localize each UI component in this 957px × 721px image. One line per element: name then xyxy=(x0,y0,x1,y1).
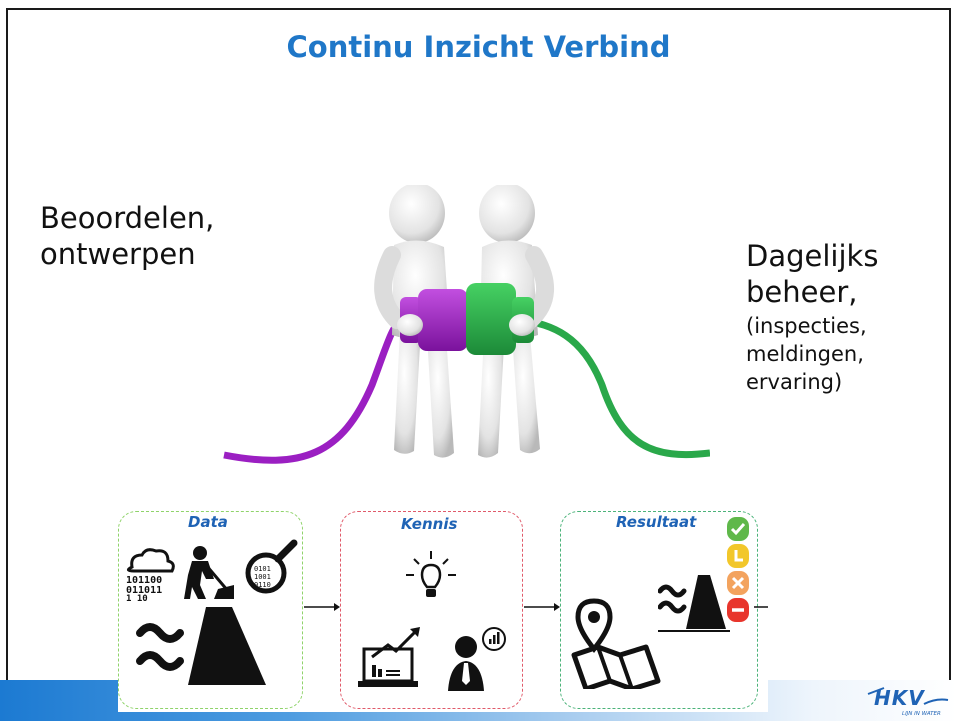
connecting-figures-illustration xyxy=(223,185,710,464)
status-indicator-stack xyxy=(727,517,749,622)
svg-text:011011: 011011 xyxy=(126,585,162,596)
slide-title: Continu Inzicht Verbind xyxy=(286,30,671,64)
purple-cable xyxy=(223,316,404,464)
resultaat-stage-label: Resultaat xyxy=(616,513,697,531)
svg-text:0101: 0101 xyxy=(254,565,271,573)
right-subcaption: (inspecties, meldingen, ervaring) xyxy=(746,312,867,396)
kennis-stage-box xyxy=(340,511,523,709)
cloud-data-icon: 101100 011011 1 10 xyxy=(126,548,175,601)
lightbulb-icon xyxy=(406,551,456,597)
kennis-stage-label: Kennis xyxy=(401,515,458,533)
svg-text:0110: 0110 xyxy=(254,581,271,589)
magnifier-icon: 0101 1001 0110 xyxy=(245,539,298,594)
process-diagram: Data Kennis Resultaat 101100 011011 1 10 xyxy=(118,505,768,712)
laptop-chart-icon xyxy=(358,627,420,687)
right-subcaption-line-2: meldingen, xyxy=(746,342,864,366)
arrow-icon xyxy=(754,606,768,608)
expert-icon xyxy=(448,627,506,691)
svg-text:HKV: HKV xyxy=(874,686,925,710)
right-caption-line-1: Dagelijks xyxy=(746,239,879,273)
svg-text:1 10: 1 10 xyxy=(126,594,148,601)
slide-frame xyxy=(6,8,951,721)
water-dike-icon xyxy=(658,575,730,632)
left-caption-line-2: ontwerpen xyxy=(40,237,196,271)
left-caption: Beoordelen, ontwerpen xyxy=(40,200,214,272)
svg-text:LIJN IN WATER: LIJN IN WATER xyxy=(902,711,941,717)
data-stage-label: Data xyxy=(188,513,228,531)
left-caption-line-1: Beoordelen, xyxy=(40,201,215,235)
right-caption-line-2: beheer, xyxy=(746,275,858,309)
map-pin-icon xyxy=(571,598,661,689)
right-subcaption-line-1: (inspecties, xyxy=(746,314,867,338)
data-stage-box xyxy=(118,511,303,709)
resultaat-stage-box xyxy=(560,511,758,709)
status-pending-icon xyxy=(727,544,749,568)
right-caption: Dagelijks beheer, xyxy=(746,238,878,310)
water-dike-icon xyxy=(136,607,266,685)
right-subcaption-line-3: ervaring) xyxy=(746,370,843,394)
green-cable xyxy=(521,316,710,459)
arrow-icon xyxy=(524,603,560,611)
svg-text:101100: 101100 xyxy=(126,575,162,586)
arrow-icon xyxy=(304,603,340,611)
worker-icon xyxy=(184,546,234,599)
svg-text:1001: 1001 xyxy=(254,573,271,581)
hkv-logo: HKV LIJN IN WATER xyxy=(867,686,949,717)
